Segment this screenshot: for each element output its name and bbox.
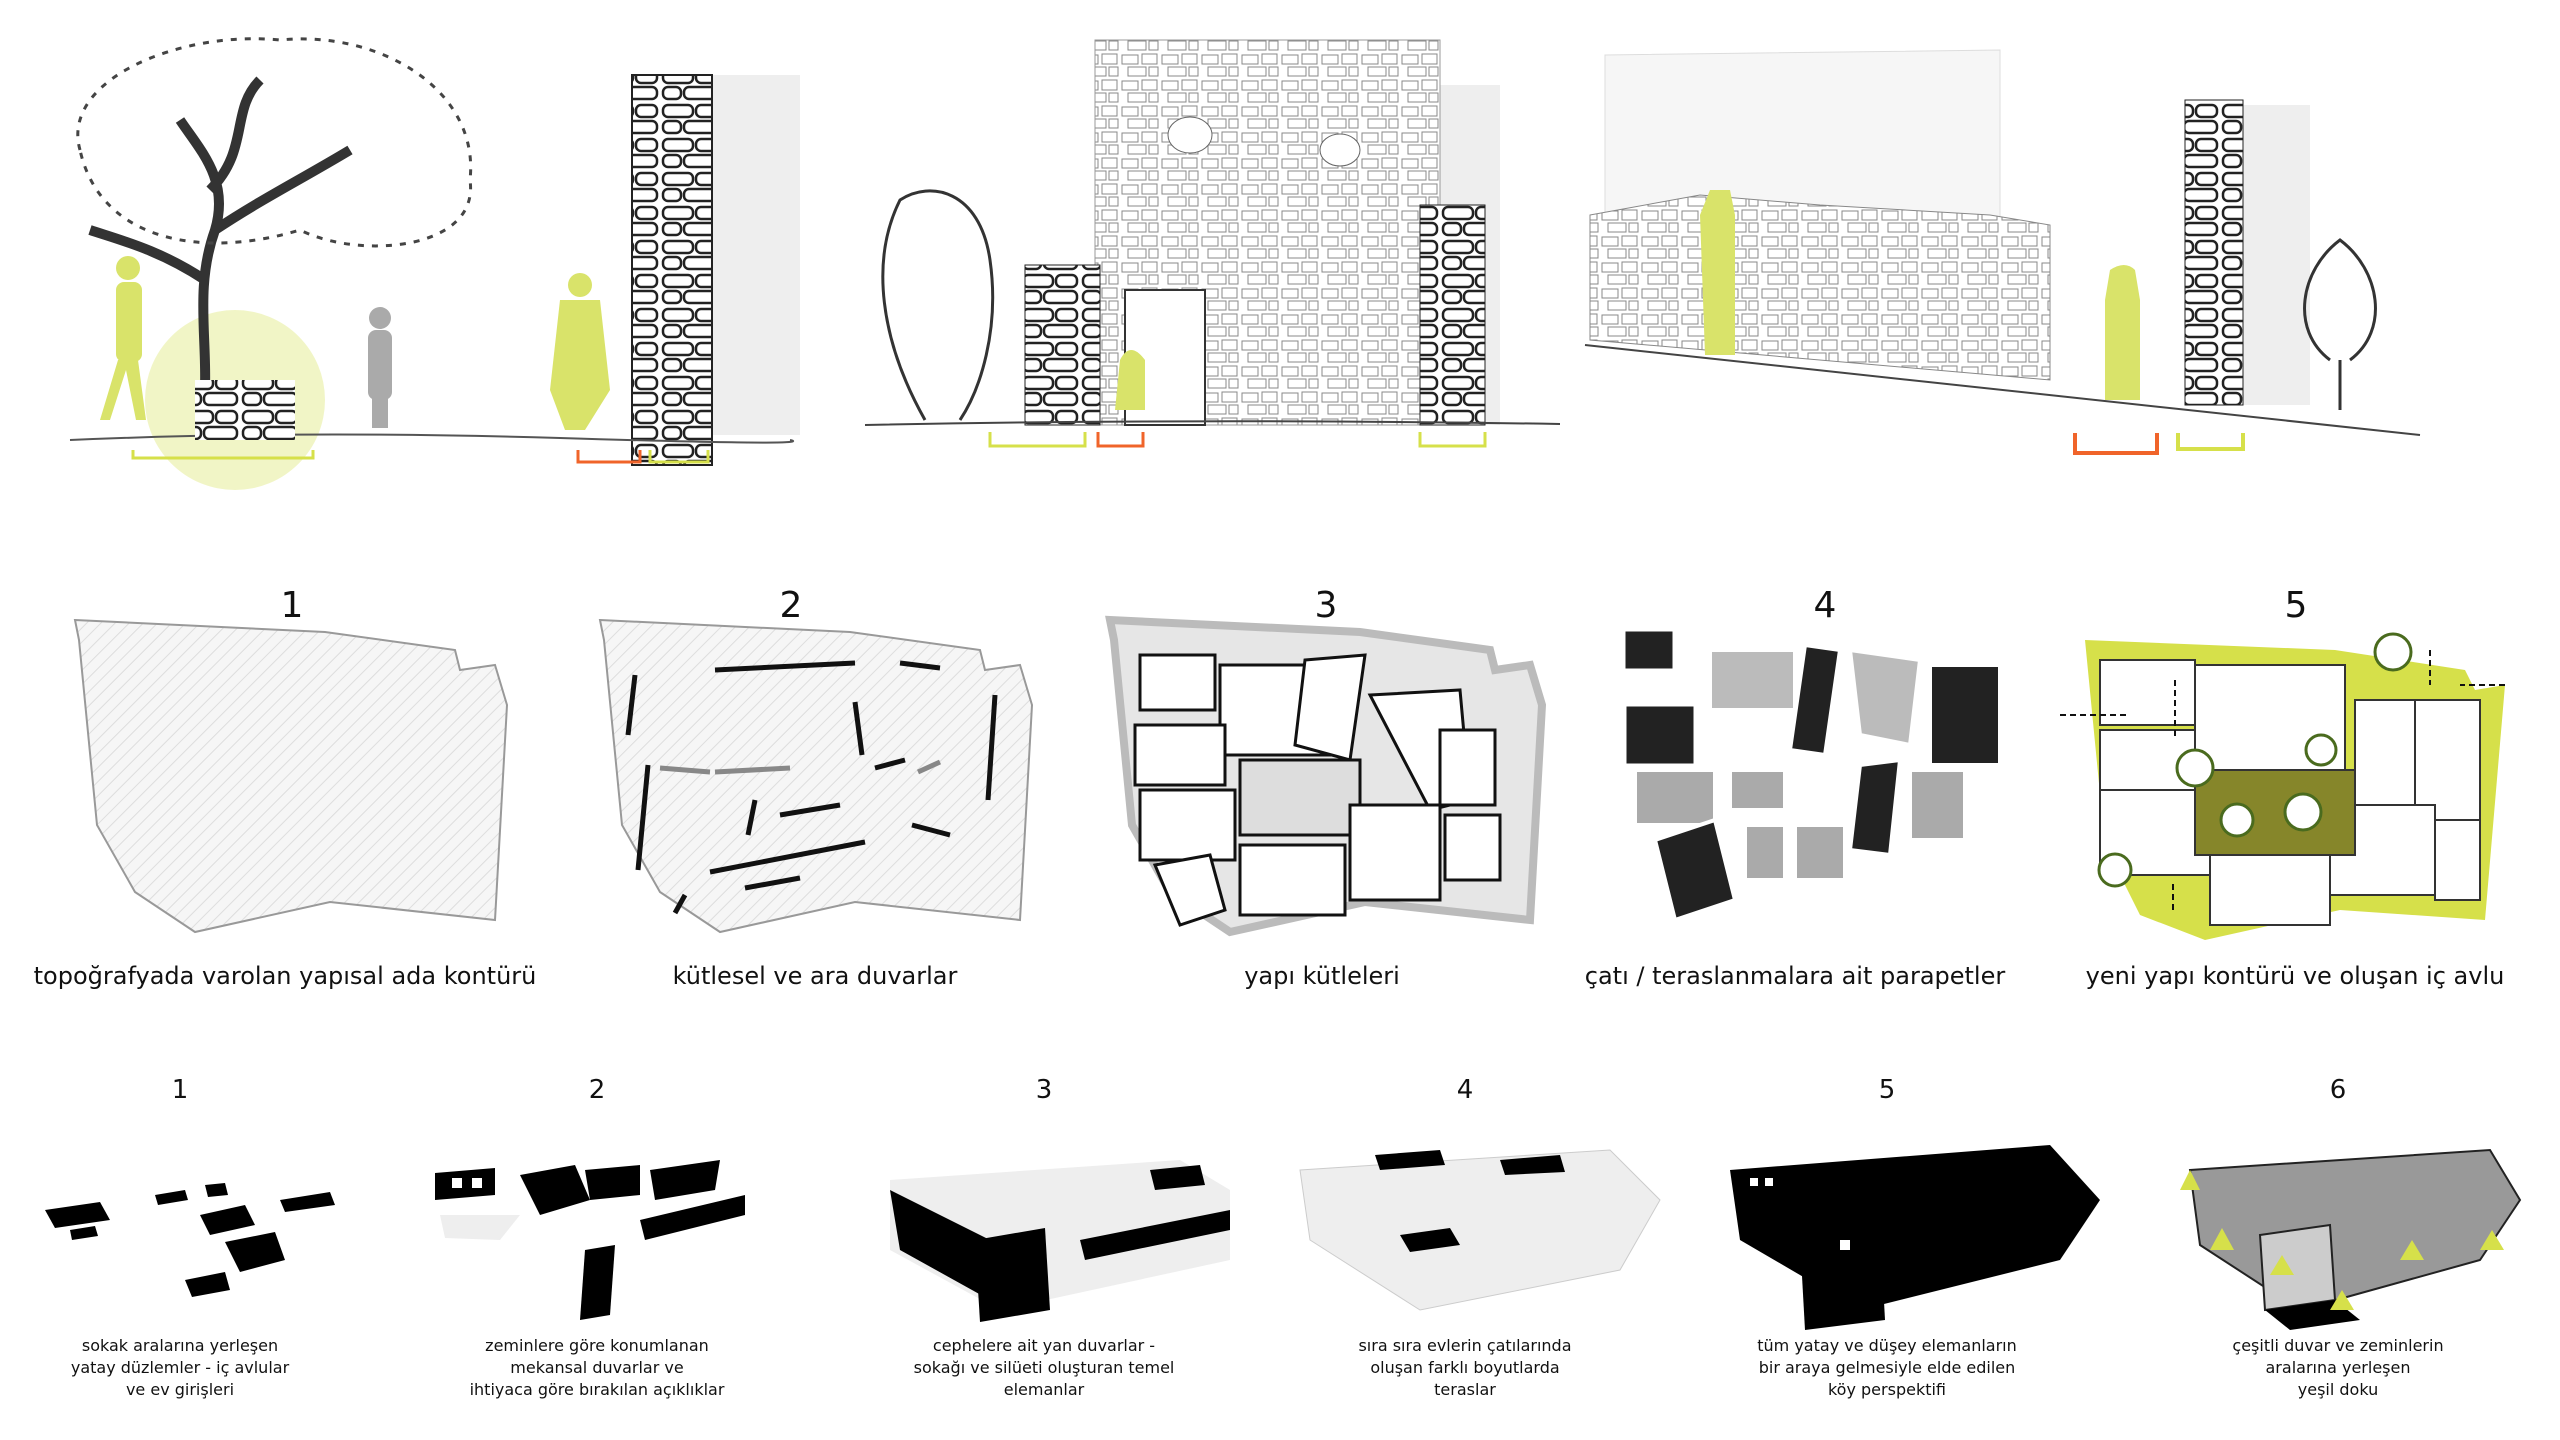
ground-line	[864, 420, 1561, 426]
plan-number: 5	[2284, 585, 2308, 626]
axo-number: 6	[2329, 1075, 2347, 1105]
background-wall	[2240, 105, 2310, 405]
wall-opening	[1319, 133, 1361, 167]
dimension-mark-yellow	[2176, 433, 2245, 451]
caption-line: çeşitli duvar ve zeminlerin	[2232, 1336, 2444, 1355]
caption-line: elemanlar	[1003, 1380, 1085, 1399]
stone-pillar	[2184, 99, 2244, 406]
caption-line: sokak aralarına yerleşen	[81, 1336, 279, 1355]
elevation-3	[1584, 49, 2421, 455]
axo-number: 3	[1035, 1075, 1053, 1105]
plan-1	[74, 619, 508, 933]
dimension-mark-yellow	[988, 432, 1087, 448]
plan-caption: yapı kütleleri	[1244, 962, 1400, 990]
axo-2	[435, 1160, 745, 1320]
stone-pillar	[1024, 264, 1101, 426]
dimension-mark-orange	[2073, 433, 2159, 455]
dimension-mark-yellow	[1418, 432, 1487, 448]
caption-line: yeşil doku	[2297, 1380, 2379, 1399]
caption-line: yatay düzlemler - iç avlular	[70, 1358, 290, 1377]
elevation-1	[69, 37, 800, 490]
caption-line: cephelere ait yan duvarlar -	[932, 1336, 1156, 1355]
dimension-mark-orange	[1096, 432, 1145, 448]
axo-4	[1299, 1149, 1661, 1311]
dimension-mark-orange	[576, 450, 642, 464]
stone-base	[195, 380, 295, 440]
wall-opening	[1167, 116, 1213, 154]
plan-5	[2060, 632, 2505, 940]
plan-2	[599, 619, 1033, 933]
caption-line: sokağı ve silüeti oluşturan temel	[913, 1358, 1175, 1377]
axo-caption: çeşitli duvar ve zeminlerin aralarına yer…	[2158, 1335, 2518, 1401]
person-figure-yellow	[1700, 190, 1735, 355]
tree	[2303, 238, 2377, 410]
trees	[2180, 1170, 2504, 1310]
plan-number: 3	[1314, 585, 1338, 626]
wall-lines	[625, 660, 998, 915]
background-wall	[700, 75, 800, 435]
caption-line: zeminlere göre konumlanan	[485, 1336, 709, 1355]
tree-canopy	[76, 37, 473, 248]
caption-line: bir araya gelmesiyle elde edilen	[1758, 1358, 2016, 1377]
caption-line: teraslar	[1434, 1380, 1496, 1399]
person-figures-yellow	[100, 256, 610, 430]
caption-line: tüm yatay ve düşey elemanların	[1757, 1336, 2017, 1355]
caption-line: ve ev girişleri	[125, 1380, 235, 1399]
axo-number: 5	[1878, 1075, 1896, 1105]
axo-3	[890, 1160, 1230, 1322]
plan-number: 4	[1813, 585, 1837, 626]
axo-number: 2	[588, 1075, 606, 1105]
plan-caption: yeni yapı kontürü ve oluşan iç avlu	[2085, 962, 2505, 990]
caption-line: aralarına yerleşen	[2265, 1358, 2411, 1377]
caption-line: mekansal duvarlar ve	[510, 1358, 684, 1377]
plan-caption: kütlesel ve ara duvarlar	[672, 962, 958, 990]
dimension-mark-yellow	[648, 450, 710, 464]
person-figure-yellow	[2105, 265, 2140, 400]
plan-caption: topoğrafyada varolan yapısal ada kontürü	[33, 962, 537, 990]
axo-caption: sokak aralarına yerleşen yatay düzlemler …	[0, 1335, 360, 1401]
trees	[2097, 632, 2413, 888]
axo-caption: zeminlere göre konumlanan mekansal duvarl…	[417, 1335, 777, 1401]
axo-caption: sıra sıra evlerin çatılarında oluşan fark…	[1285, 1335, 1645, 1401]
axo-1	[45, 1183, 335, 1297]
parapets	[1622, 628, 2002, 923]
ground-line	[1584, 344, 2421, 436]
caption-line: ihtiyaca göre bırakılan açıklıklar	[469, 1380, 725, 1399]
entry-arrows	[2060, 650, 2505, 910]
stone-pillar	[631, 74, 713, 466]
plan-number: 1	[280, 585, 304, 626]
stone-pillar	[1419, 204, 1486, 426]
axo-number: 1	[171, 1075, 189, 1105]
building-masses	[1133, 653, 1502, 927]
plan-caption: çatı / teraslanmalara ait parapetler	[1584, 962, 2006, 990]
axo-caption: cephelere ait yan duvarlar - sokağı ve si…	[864, 1335, 1224, 1401]
dimension-mark-yellow	[131, 450, 315, 460]
axo-6	[2180, 1148, 2522, 1330]
caption-line: sıra sıra evlerin çatılarında	[1358, 1336, 1572, 1355]
courtyard	[2194, 769, 2356, 856]
person-figure-gray	[368, 307, 392, 428]
person-seated-yellow	[1115, 350, 1145, 410]
axo-number: 4	[1456, 1075, 1474, 1105]
axo-caption: tüm yatay ve düşey elemanların bir araya …	[1707, 1335, 2067, 1401]
caption-line: köy perspektifi	[1827, 1380, 1946, 1399]
axo-5	[1730, 1145, 2100, 1330]
plan-3	[1110, 620, 1542, 932]
caption-line: oluşan farklı boyutlarda	[1370, 1358, 1560, 1377]
tree	[881, 189, 995, 421]
plan-number: 2	[779, 585, 803, 626]
plan-4	[1622, 628, 2002, 923]
tree-trunk	[88, 76, 353, 432]
elevation-2	[864, 39, 1561, 448]
